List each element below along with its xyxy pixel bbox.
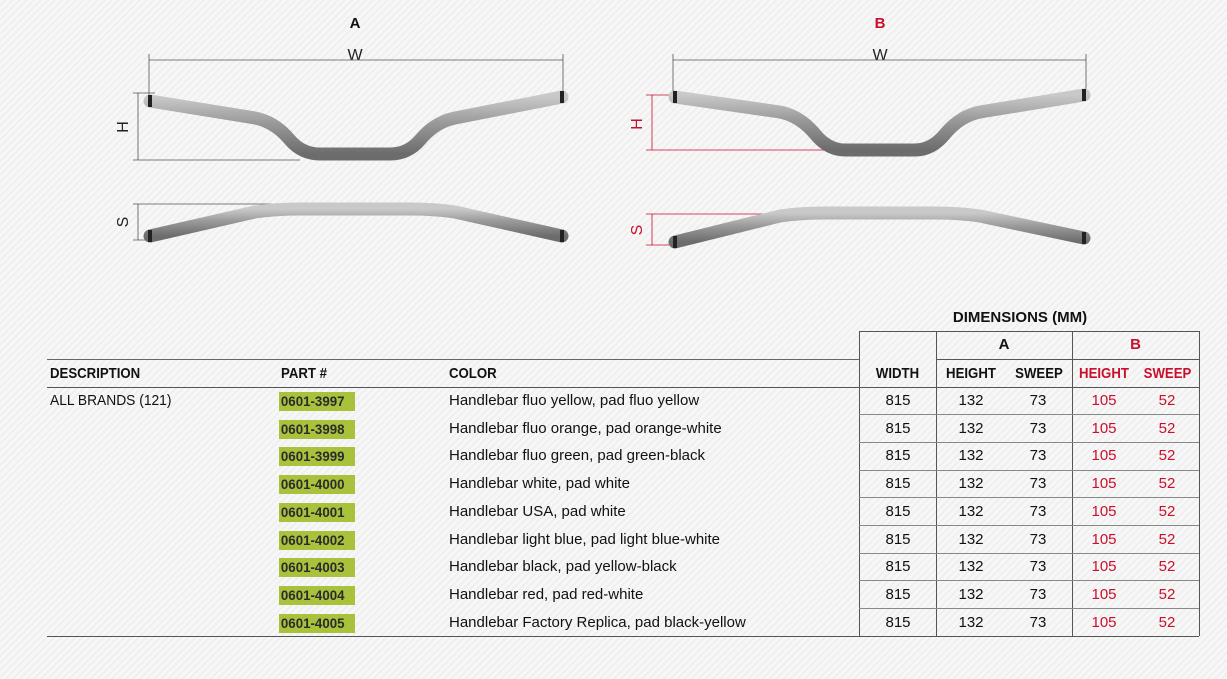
diagram-b: B W H S: [629, 15, 1091, 249]
a-sweep-cell: 73: [1029, 475, 1047, 492]
a-height-cell: 132: [958, 531, 984, 548]
column-header-a-height: HEIGHT: [946, 365, 996, 382]
part-number: 0601-4001: [279, 503, 355, 522]
part-number: 0601-3997: [279, 392, 355, 411]
color-cell: Handlebar black, pad yellow-black: [449, 558, 677, 575]
diagram-a: A W H S: [115, 15, 569, 243]
b-sweep-cell: 52: [1158, 586, 1176, 603]
diagram-a-front-bar: [143, 90, 569, 161]
a-sweep-cell: 73: [1029, 392, 1047, 409]
a-height-cell: 132: [958, 586, 984, 603]
b-sweep-cell: 52: [1158, 614, 1176, 631]
column-header-a-sweep: SWEEP: [1015, 365, 1063, 382]
b-height-cell: 105: [1091, 531, 1117, 548]
width-cell: 815: [885, 420, 911, 437]
part-number: 0601-4004: [279, 586, 355, 605]
b-sweep-cell: 52: [1158, 558, 1176, 575]
color-cell: Handlebar fluo yellow, pad fluo yellow: [449, 392, 700, 409]
color-cell: Handlebar Factory Replica, pad black-yel…: [449, 614, 746, 631]
a-sweep-cell: 73: [1029, 420, 1047, 437]
b-height-cell: 105: [1091, 420, 1117, 437]
b-height-cell: 105: [1091, 586, 1117, 603]
handlebar-diagrams: A W H S B W: [115, 15, 1091, 249]
b-sweep-cell: 52: [1158, 392, 1176, 409]
color-cell: Handlebar fluo orange, pad orange-white: [449, 420, 722, 437]
dimensions-group-header: DIMENSIONS (MM): [952, 309, 1088, 326]
a-sweep-cell: 73: [1029, 614, 1047, 631]
a-sweep-cell: 73: [1029, 558, 1047, 575]
b-height-cell: 105: [1091, 392, 1117, 409]
color-cell: Handlebar white, pad white: [449, 475, 630, 492]
a-height-cell: 132: [958, 420, 984, 437]
a-height-cell: 132: [958, 503, 984, 520]
part-number: 0601-3999: [279, 447, 355, 466]
diagram-b-top-bar: [668, 206, 1091, 249]
b-sweep-cell: 52: [1158, 503, 1176, 520]
color-cell: Handlebar red, pad red-white: [449, 586, 644, 603]
diagram-b-sweep-label: S: [629, 225, 646, 236]
a-sweep-cell: 73: [1029, 586, 1047, 603]
dimensions-a-header: A: [998, 336, 1010, 353]
part-number: 0601-4005: [279, 614, 355, 633]
part-number: 0601-3998: [279, 420, 355, 439]
a-height-cell: 132: [958, 614, 984, 631]
width-cell: 815: [885, 586, 911, 603]
b-height-cell: 105: [1091, 475, 1117, 492]
column-header-description: DESCRIPTION: [50, 365, 141, 382]
dimensions-b-header: B: [1130, 336, 1141, 353]
column-header-width: WIDTH: [875, 365, 920, 382]
column-header-b-height: HEIGHT: [1079, 365, 1129, 382]
width-cell: 815: [885, 475, 911, 492]
color-cell: Handlebar fluo green, pad green-black: [449, 447, 706, 464]
diagram-b-height-label: H: [629, 118, 646, 130]
b-height-cell: 105: [1091, 503, 1117, 520]
description-cell: ALL BRANDS (121): [50, 392, 172, 409]
diagram-a-height-label: H: [115, 121, 132, 133]
a-height-cell: 132: [958, 392, 984, 409]
width-cell: 815: [885, 447, 911, 464]
a-height-cell: 132: [958, 558, 984, 575]
part-number: 0601-4002: [279, 531, 355, 550]
b-sweep-cell: 52: [1158, 531, 1176, 548]
diagram-a-top-bar: [143, 202, 569, 243]
width-cell: 815: [885, 503, 911, 520]
color-cell: Handlebar USA, pad white: [449, 503, 626, 520]
a-height-cell: 132: [958, 447, 984, 464]
diagram-b-label: B: [875, 15, 886, 32]
b-sweep-cell: 52: [1158, 447, 1176, 464]
b-sweep-cell: 52: [1158, 420, 1176, 437]
diagram-a-sweep-label: S: [115, 217, 132, 228]
a-sweep-cell: 73: [1029, 503, 1047, 520]
column-header-color: COLOR: [449, 365, 497, 382]
part-number: 0601-4000: [279, 475, 355, 494]
part-number: 0601-4003: [279, 558, 355, 577]
b-height-cell: 105: [1091, 558, 1117, 575]
a-height-cell: 132: [958, 475, 984, 492]
color-cell: Handlebar light blue, pad light blue-whi…: [449, 531, 721, 548]
diagram-b-front-bar: [668, 88, 1091, 157]
b-height-cell: 105: [1091, 614, 1117, 631]
a-sweep-cell: 73: [1029, 531, 1047, 548]
width-cell: 815: [885, 531, 911, 548]
width-cell: 815: [885, 392, 911, 409]
b-height-cell: 105: [1091, 447, 1117, 464]
column-header-b-sweep: SWEEP: [1143, 365, 1192, 382]
width-cell: 815: [885, 614, 911, 631]
a-sweep-cell: 73: [1029, 447, 1047, 464]
column-header-part: PART #: [281, 365, 327, 382]
width-cell: 815: [885, 558, 911, 575]
b-sweep-cell: 52: [1158, 475, 1176, 492]
diagram-a-label: A: [350, 15, 361, 32]
